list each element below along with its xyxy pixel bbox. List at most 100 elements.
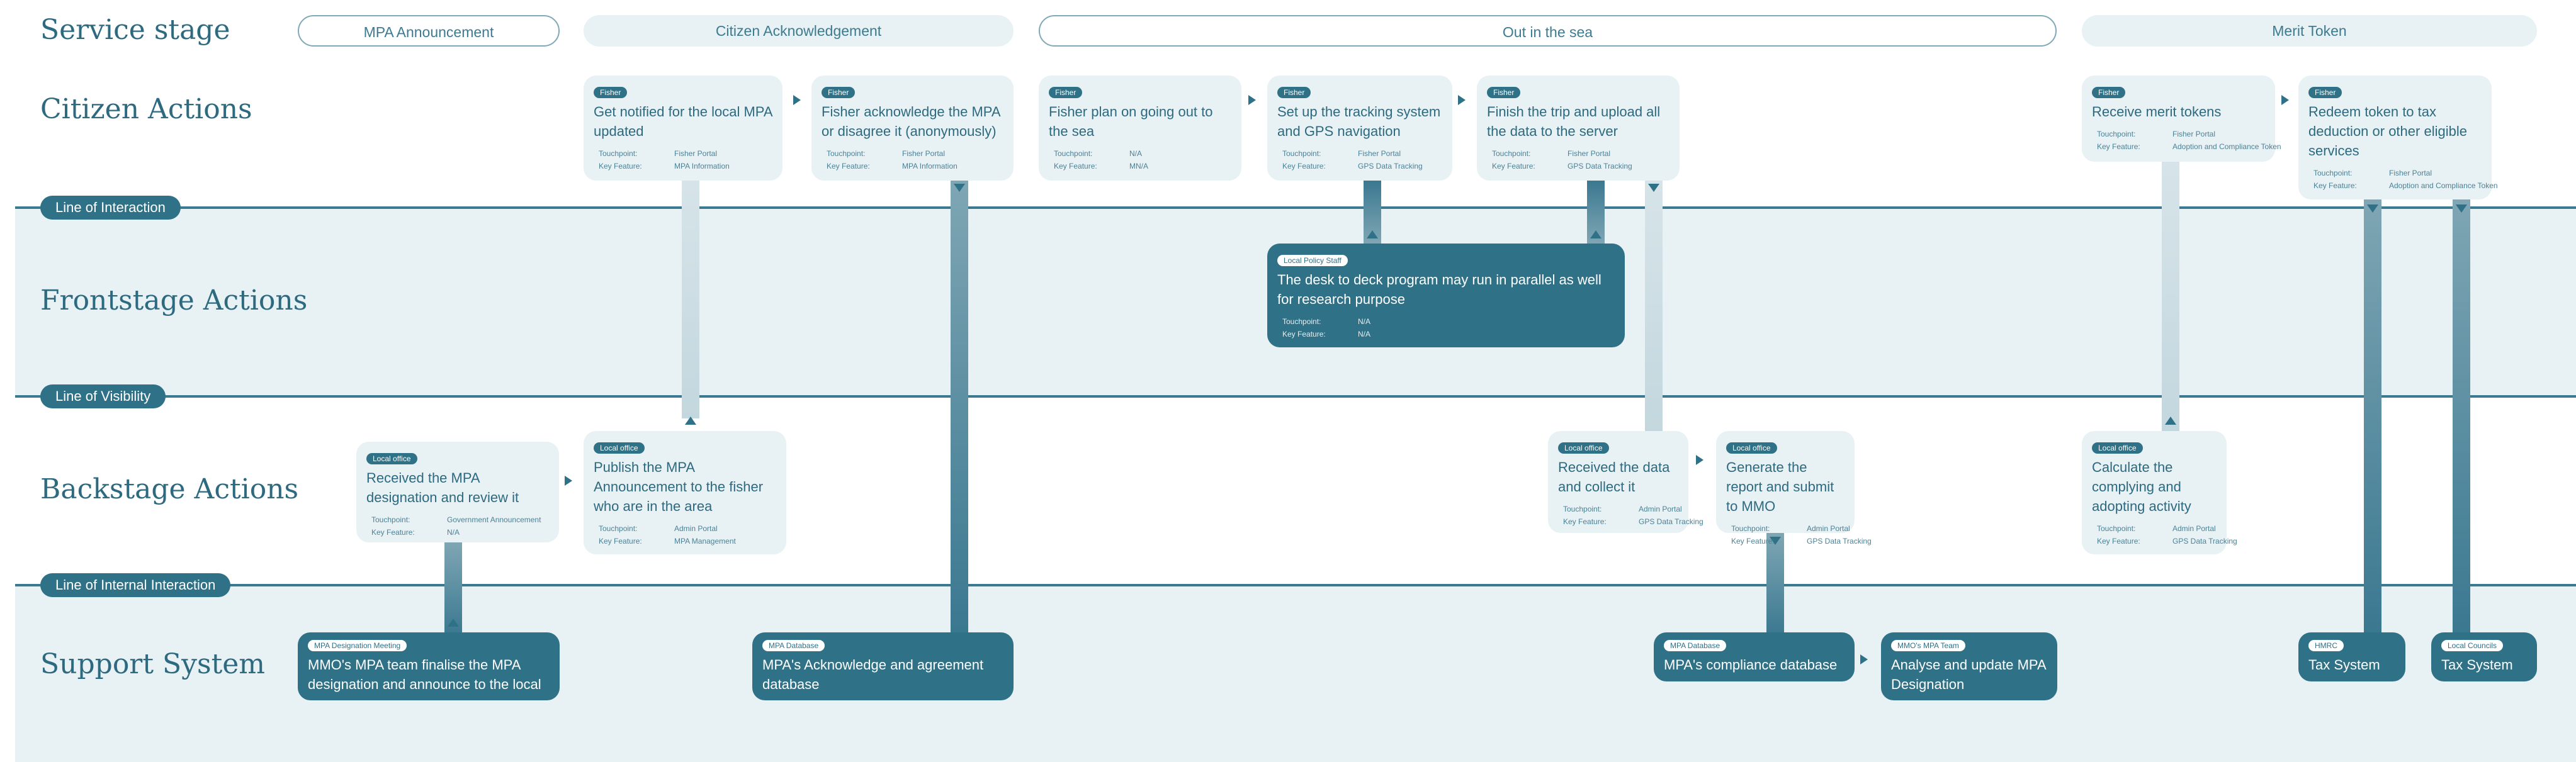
touchpoint-label: Touchpoint:: [1492, 149, 1531, 158]
connector-c5-b3: [1645, 181, 1663, 432]
support-card-hmrc-tax-system: HMRC Tax System: [2298, 632, 2405, 681]
card-title: Tax System: [2308, 657, 2380, 673]
card-title: Received the data and collect it: [1558, 459, 1670, 495]
connector-c6-b5: [2162, 162, 2179, 432]
touchpoint-label: Touchpoint:: [1282, 317, 1321, 326]
citizen-card-receive-tokens: Fisher Receive merit tokens Touchpoint:F…: [2082, 76, 2281, 162]
key-feature-label: Key Feature:: [371, 528, 415, 537]
arrow-down-icon: [1770, 537, 1781, 545]
card-title: Finish the trip and upload all the data …: [1487, 104, 1661, 139]
key-feature-value: MPA Information: [674, 162, 730, 171]
card-title: Receive merit tokens: [2092, 104, 2222, 120]
card-title: MPA's Acknowledge and agreement database: [762, 657, 984, 692]
citizen-card-plan-trip: Fisher Fisher plan on going out to the s…: [1039, 76, 1241, 181]
arrow-down-icon: [1648, 184, 1659, 192]
card-title: Calculate the complying and adopting act…: [2092, 459, 2191, 514]
connector-c2-s2: [951, 181, 968, 634]
touchpoint-label: Touchpoint:: [2097, 524, 2136, 533]
touchpoint-label: Touchpoint:: [1054, 149, 1093, 158]
arrow-down-icon: [2367, 205, 2378, 213]
card-title: MMO's MPA team finalise the MPA designat…: [308, 657, 541, 692]
card-title: Tax System: [2441, 657, 2513, 673]
key-feature-label: Key Feature:: [599, 162, 642, 171]
touchpoint-label: Touchpoint:: [371, 515, 410, 524]
actor-badge: Fisher: [2092, 87, 2126, 98]
backstage-card-calculate-activity: Local office Calculate the complying and…: [2082, 431, 2237, 554]
touchpoint-label: Touchpoint:: [599, 149, 638, 158]
support-card-mpa-team-finalise: MPA Designation Meeting MMO's MPA team f…: [298, 632, 560, 700]
arrow-right-icon: [565, 476, 572, 486]
actor-badge: Fisher: [1049, 87, 1083, 98]
touchpoint-value: Fisher Portal: [1568, 149, 1611, 158]
arrow-right-icon: [2281, 95, 2289, 105]
connector-c7-s5: [2364, 199, 2381, 636]
touchpoint-value: Fisher Portal: [1358, 149, 1401, 158]
key-feature-label: Key Feature:: [1492, 162, 1535, 171]
touchpoint-value: Admin Portal: [1807, 524, 1850, 533]
arrow-up-icon: [1367, 230, 1378, 238]
touchpoint-value: N/A: [1129, 149, 1143, 158]
key-feature-value: GPS Data Tracking: [1639, 517, 1703, 526]
card-title: MPA's compliance database: [1664, 657, 1838, 673]
key-feature-value: GPS Data Tracking: [1358, 162, 1423, 171]
backstage-card-generate-report: Local office Generate the report and sub…: [1716, 431, 1872, 546]
lane-title-support-system: Support System: [40, 648, 266, 680]
key-feature-label: Key Feature:: [1282, 162, 1326, 171]
touchpoint-value: N/A: [1358, 317, 1371, 326]
actor-badge: Fisher: [822, 87, 856, 98]
key-feature-value: GPS Data Tracking: [2172, 537, 2237, 546]
card-title: Set up the tracking system and GPS navig…: [1277, 104, 1441, 139]
arrow-right-icon: [1248, 95, 1256, 105]
citizen-card-acknowledge: Fisher Fisher acknowledge the MPA or dis…: [811, 76, 1014, 181]
lane-title-frontstage-actions: Frontstage Actions: [40, 284, 308, 317]
arrow-right-icon: [1860, 654, 1868, 664]
touchpoint-value: Fisher Portal: [2389, 169, 2432, 177]
citizen-card-redeem-token: Fisher Redeem token to tax deduction or …: [2298, 76, 2498, 199]
line-of-visibility: [15, 395, 2576, 398]
actor-badge: HMRC: [2308, 640, 2344, 651]
arrow-right-icon: [1696, 455, 1703, 465]
key-feature-label: Key Feature:: [2313, 181, 2357, 190]
key-feature-value: GPS Data Tracking: [1568, 162, 1632, 171]
actor-badge: Local office: [1726, 442, 1777, 454]
card-title: The desk to deck program may run in para…: [1277, 272, 1602, 307]
card-title: Get notified for the local MPA updated: [594, 104, 772, 139]
touchpoint-value: Admin Portal: [2172, 524, 2216, 533]
connector-b4-s3: [1766, 533, 1784, 636]
key-feature-value: Adoption and Compliance Token: [2172, 142, 2281, 151]
line-of-interaction: [15, 206, 2576, 209]
card-title: Redeem token to tax deduction or other e…: [2308, 104, 2467, 159]
actor-badge: Local Councils: [2441, 640, 2504, 651]
citizen-card-finish-trip: Fisher Finish the trip and upload all th…: [1477, 76, 1680, 181]
stage-mpa-announcement: MPA Announcement: [298, 15, 560, 47]
card-title: Analyse and update MPA Designation: [1891, 657, 2046, 692]
line-of-visibility-label: Line of Visibility: [40, 384, 166, 408]
touchpoint-label: Touchpoint:: [827, 149, 866, 158]
key-feature-value: GPS Data Tracking: [1807, 537, 1872, 546]
touchpoint-label: Touchpoint:: [1563, 505, 1602, 513]
support-card-analyse-designation: MMO's MPA Team Analyse and update MPA De…: [1881, 632, 2057, 700]
card-title: Received the MPA designation and review …: [366, 470, 519, 505]
arrow-up-icon: [1590, 230, 1602, 238]
touchpoint-value: Admin Portal: [1639, 505, 1682, 513]
support-card-acknowledge-database: MPA Database MPA's Acknowledge and agree…: [752, 632, 1014, 700]
arrow-up-icon: [448, 619, 459, 627]
card-title: Fisher acknowledge the MPA or disagree i…: [822, 104, 1000, 139]
lane-title-citizen-actions: Citizen Actions: [40, 93, 252, 125]
card-title: Publish the MPA Announcement to the fish…: [594, 459, 764, 514]
touchpoint-value: Fisher Portal: [902, 149, 946, 158]
connector-c7-s6: [2453, 199, 2470, 636]
support-card-compliance-database: MPA Database MPA's compliance database: [1654, 632, 1855, 681]
support-card-council-tax-system: Local Councils Tax System: [2431, 632, 2537, 681]
arrow-down-icon: [2456, 205, 2467, 213]
actor-badge: MPA Database: [762, 640, 825, 651]
lane-title-service-stage: Service stage: [40, 14, 230, 46]
touchpoint-value: Government Announcement: [447, 515, 541, 524]
key-feature-value: Adoption and Compliance Token: [2389, 181, 2498, 190]
touchpoint-label: Touchpoint:: [1731, 524, 1770, 533]
arrow-up-icon: [685, 417, 696, 425]
key-feature-label: Key Feature:: [1054, 162, 1097, 171]
stage-out-in-the-sea: Out in the sea: [1039, 15, 2057, 47]
line-of-internal-interaction-label: Line of Internal Interaction: [40, 573, 231, 597]
key-feature-label: Key Feature:: [2097, 537, 2140, 546]
